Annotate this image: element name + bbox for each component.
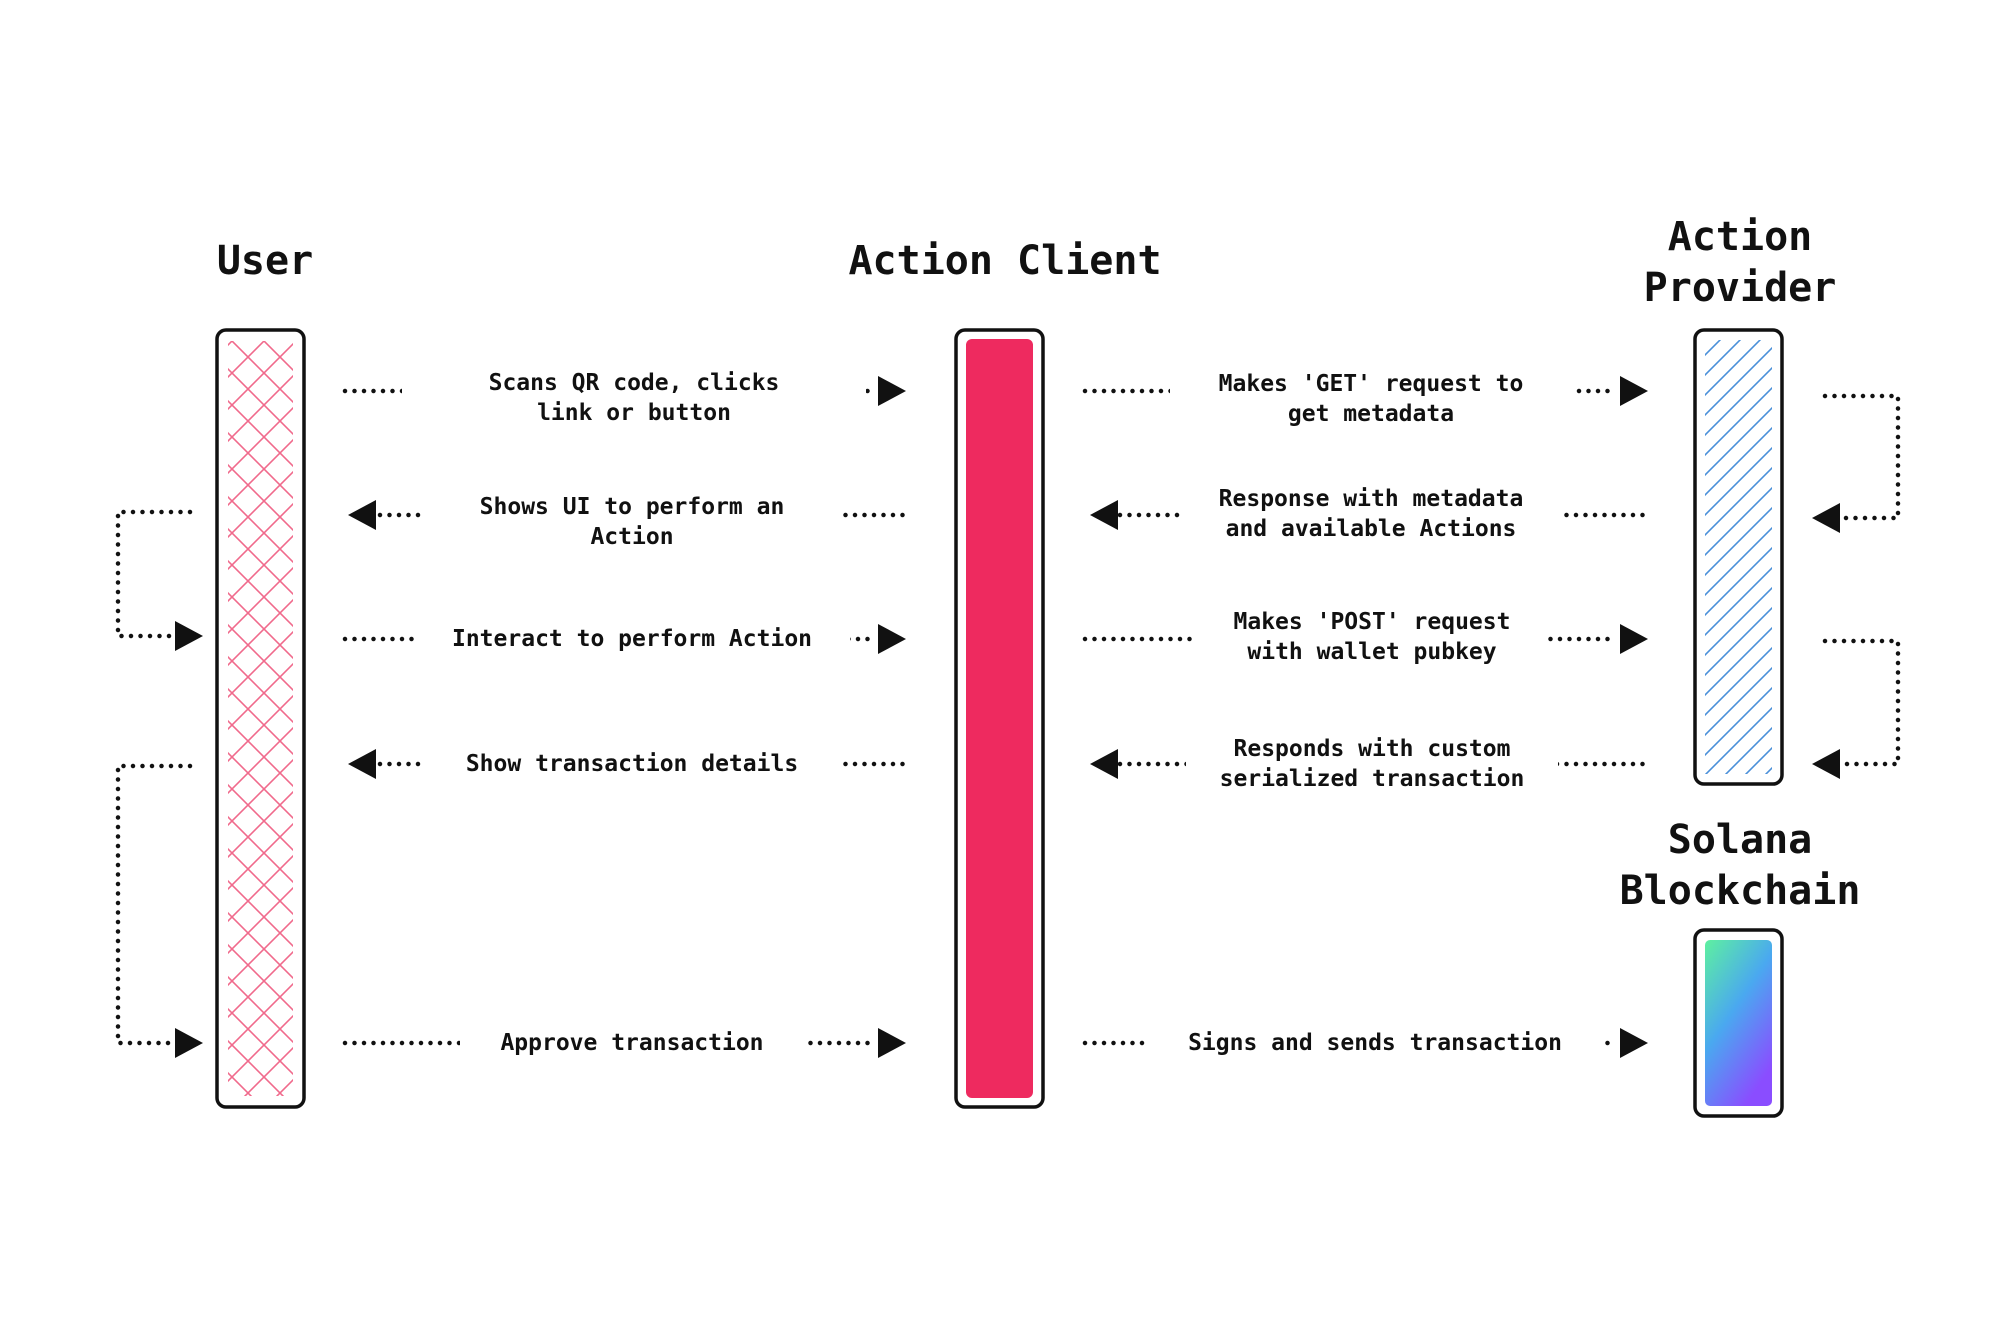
arrowhead-right-icon [1620, 376, 1648, 406]
message-label-8-line2: with wallet pubkey [1247, 639, 1497, 665]
message-label-10-line1: Signs and sends transaction [1188, 1030, 1562, 1056]
message-label-5: Approve transaction [460, 1028, 804, 1058]
message-label-9: Responds with custom serialized transact… [1186, 734, 1558, 794]
blockchain-title-line2: Blockchain [1619, 868, 1861, 914]
message-label-8-line1: Makes 'POST' request [1233, 609, 1511, 635]
message-label-7-line2: and available Actions [1225, 516, 1517, 542]
message-label-4-line1: Show transaction details [465, 751, 799, 777]
provider-self-loop-1 [1822, 393, 1901, 521]
message-label-6-line1: Makes 'GET' request to [1218, 371, 1524, 397]
message-label-1-line2: link or button [537, 400, 731, 426]
provider-title-line2: Provider [1643, 265, 1837, 311]
participant-title-user: User [65, 236, 465, 287]
message-label-9-line2: serialized transaction [1219, 766, 1525, 792]
provider-lifeline [1693, 328, 1784, 786]
message-label-4: Show transaction details [425, 749, 839, 779]
arrowhead-right-icon [175, 1028, 203, 1058]
participant-title-blockchain: Solana Blockchain [1540, 815, 1940, 917]
arrowhead-right-icon [175, 621, 203, 651]
arrowhead-left-icon [348, 749, 376, 779]
arrowhead-left-icon [1090, 500, 1118, 530]
user-lifeline [215, 328, 306, 1109]
arrowhead-right-icon [878, 376, 906, 406]
user-title: User [216, 238, 314, 284]
arrowhead-right-icon [1620, 624, 1648, 654]
provider-title-line1: Action [1667, 214, 1813, 260]
arrowhead-right-icon [878, 1028, 906, 1058]
arrowhead-right-icon [1620, 1028, 1648, 1058]
message-label-2-line2: Action [590, 524, 674, 550]
arrowhead-right-icon [878, 624, 906, 654]
message-label-2: Shows UI to perform an Action [425, 492, 839, 552]
arrowhead-left-icon [1812, 749, 1840, 779]
arrowhead-left-icon [1812, 503, 1840, 533]
message-label-3-line1: Interact to perform Action [451, 626, 813, 652]
participant-title-provider: Action Provider [1540, 212, 1940, 314]
message-label-6: Makes 'GET' request to get metadata [1170, 369, 1572, 429]
arrowhead-left-icon [1090, 749, 1118, 779]
arrowhead-left-icon [348, 500, 376, 530]
message-label-3: Interact to perform Action [414, 624, 850, 654]
message-label-7-line1: Response with metadata [1218, 486, 1524, 512]
message-label-5-line1: Approve transaction [500, 1030, 764, 1056]
message-label-10: Signs and sends transaction [1147, 1028, 1603, 1058]
blockchain-lifeline [1693, 928, 1784, 1118]
message-label-7: Response with metadata and available Act… [1180, 484, 1562, 544]
message-label-1-line1: Scans QR code, clicks [488, 370, 780, 396]
message-label-2-line1: Shows UI to perform an [479, 494, 785, 520]
message-label-8: Makes 'POST' request with wallet pubkey [1196, 607, 1548, 667]
message-label-1: Scans QR code, clicks link or button [402, 368, 866, 428]
user-self-loop-1 [115, 509, 193, 639]
user-self-loop-2 [115, 763, 193, 1046]
message-label-9-line1: Responds with custom [1233, 736, 1511, 762]
message-label-6-line2: get metadata [1287, 401, 1455, 427]
participant-title-client: Action Client [805, 236, 1205, 287]
client-title: Action Client [848, 238, 1162, 284]
blockchain-title-line1: Solana [1667, 817, 1813, 863]
provider-self-loop-2 [1822, 638, 1901, 767]
client-lifeline [954, 328, 1045, 1109]
